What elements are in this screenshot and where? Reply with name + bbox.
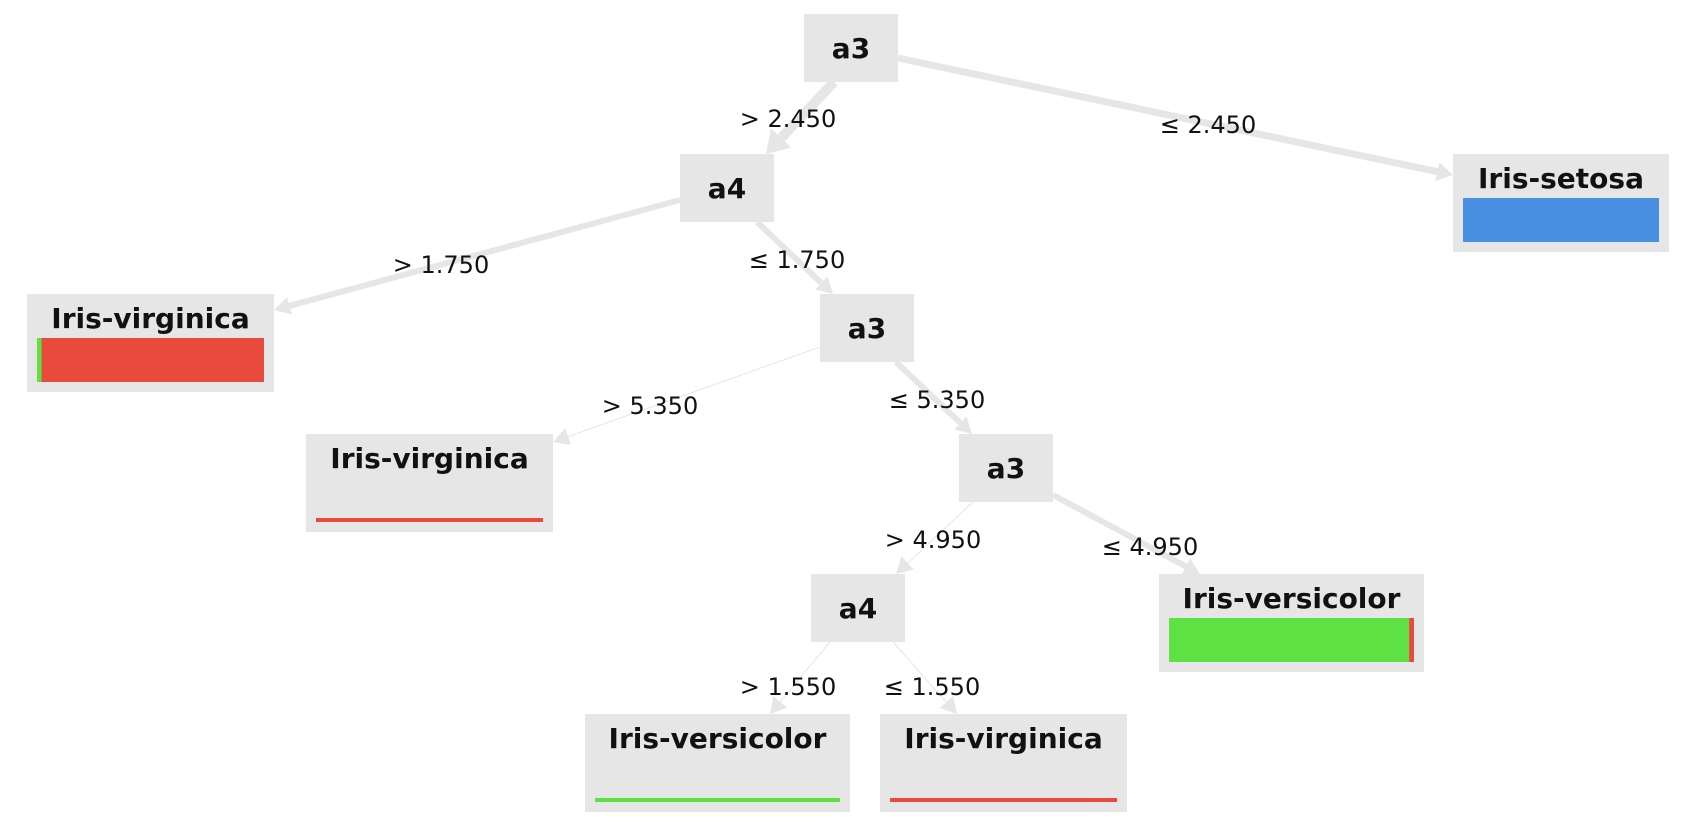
node-label: Iris-virginica — [51, 302, 249, 335]
edge-n1-n2 — [766, 78, 838, 154]
edge-label: > 5.350 — [602, 392, 698, 420]
class-distribution-bar-segment — [595, 798, 840, 802]
class-distribution-bar-segment — [1463, 198, 1659, 242]
class-distribution-bar-segment — [316, 518, 543, 522]
arrowhead-icon — [896, 556, 914, 574]
edge-line — [893, 359, 963, 426]
arrowhead-icon — [770, 695, 788, 714]
arrowhead-icon — [815, 276, 833, 294]
edge-n2-n5 — [754, 219, 833, 294]
class-distribution-bar-segment — [41, 338, 264, 382]
class-distribution-bar-segment — [1169, 618, 1410, 662]
leaf-node: Iris-virginica — [27, 294, 274, 392]
edge-label: ≤ 5.350 — [889, 386, 985, 414]
node-label: a3 — [848, 312, 886, 345]
edge-line — [897, 54, 1439, 176]
edge-line — [907, 501, 974, 564]
edge-label: ≤ 1.750 — [749, 246, 845, 274]
arrowhead-icon — [274, 297, 292, 315]
edge-n8-n11 — [892, 641, 957, 714]
edge-line — [892, 641, 947, 703]
edges-layer — [274, 54, 1453, 714]
leaf-node: Iris-setosa — [1453, 154, 1669, 252]
edge-line — [779, 641, 831, 703]
edge-label: ≤ 4.950 — [1102, 533, 1198, 561]
leaf-node: Iris-virginica — [880, 714, 1127, 812]
edge-n8-n10 — [770, 641, 831, 714]
edge-label: > 2.450 — [740, 105, 836, 133]
node-box — [959, 434, 1053, 502]
edge-line — [288, 197, 681, 309]
edge-n5-n6 — [553, 346, 821, 446]
arrowhead-icon — [939, 696, 957, 714]
node-label: a3 — [832, 32, 870, 65]
node-box — [306, 434, 553, 532]
edge-n2-n4 — [274, 197, 681, 315]
node-label: Iris-virginica — [330, 442, 528, 475]
split-node: a3 — [804, 14, 898, 82]
node-label: a4 — [839, 592, 877, 625]
split-node: a4 — [680, 154, 774, 222]
node-box — [804, 14, 898, 82]
node-box — [811, 574, 905, 642]
edge-label: > 1.550 — [740, 673, 836, 701]
node-box — [880, 714, 1127, 812]
node-label: a4 — [708, 172, 746, 205]
arrowhead-icon — [766, 128, 792, 154]
edge-label: > 1.750 — [393, 251, 489, 279]
leaf-node: Iris-virginica — [306, 434, 553, 532]
node-label: a3 — [987, 452, 1025, 485]
leaf-node: Iris-versicolor — [585, 714, 850, 812]
arrowhead-icon — [1181, 558, 1200, 575]
node-box — [820, 294, 914, 362]
edge-line — [777, 78, 838, 142]
edge-line — [754, 219, 824, 286]
edge-n1-n3 — [897, 54, 1453, 182]
arrowhead-icon — [1435, 162, 1453, 182]
node-box — [680, 154, 774, 222]
class-distribution-bar-segment — [37, 338, 42, 382]
split-node: a3 — [959, 434, 1053, 502]
node-label: Iris-versicolor — [609, 722, 827, 755]
edge-label: ≤ 2.450 — [1160, 111, 1256, 139]
edge-n5-n7 — [893, 359, 972, 434]
node-label: Iris-versicolor — [1183, 582, 1401, 615]
edge-n7-n9 — [1051, 492, 1200, 575]
edge-line — [567, 346, 821, 438]
node-label: Iris-setosa — [1478, 162, 1644, 195]
edge-line — [1051, 492, 1188, 570]
arrowhead-icon — [553, 428, 572, 446]
node-box — [585, 714, 850, 812]
edge-n7-n8 — [896, 501, 974, 574]
split-node: a4 — [811, 574, 905, 642]
split-node: a3 — [820, 294, 914, 362]
class-distribution-bar-segment — [1409, 618, 1414, 662]
leaf-node: Iris-versicolor — [1159, 574, 1424, 672]
class-distribution-bar-segment — [890, 798, 1117, 802]
edge-label: > 4.950 — [885, 526, 981, 554]
edge-labels-layer: > 2.450 ≤ 2.450 > 1.750 ≤ 1.750 > 5.350 ≤ 5.3… — [393, 105, 1256, 701]
node-label: Iris-virginica — [904, 722, 1102, 755]
arrowhead-icon — [954, 416, 972, 434]
edge-label: ≤ 1.550 — [884, 673, 980, 701]
